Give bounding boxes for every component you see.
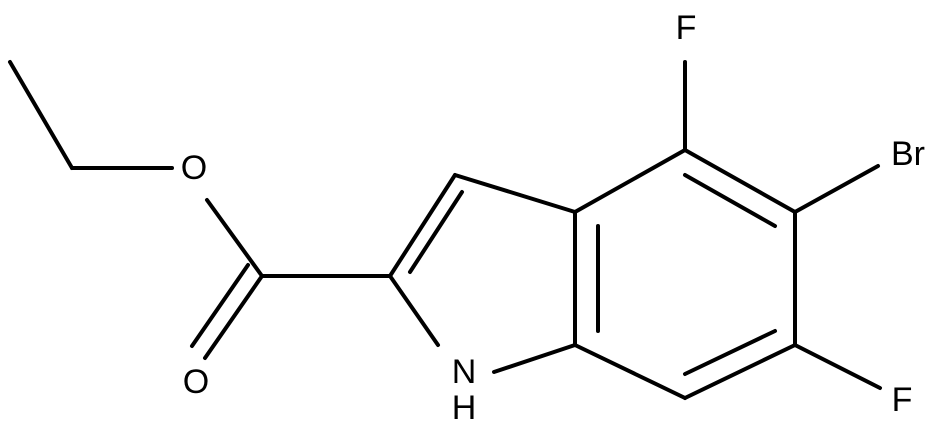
bond-c6-c7 [683, 343, 797, 400]
bond-ethyl-ch3-ch2 [8, 60, 74, 170]
bond-c2-n1 [388, 274, 440, 347]
atom-label-n: N [452, 353, 477, 391]
bond-c4-c5 [683, 148, 797, 214]
atom-label-h: H [452, 389, 477, 427]
bond-o-carbonyl-c [205, 198, 264, 278]
bond-carbonyl-double-2 [190, 263, 250, 348]
bond-c7-c7a [573, 343, 687, 400]
bond-c4-c5-inner [683, 173, 777, 228]
atom-label-o-ester: O [181, 149, 207, 187]
bond-c6-f [793, 343, 882, 390]
atom-label-o-carbonyl: O [183, 363, 209, 401]
bond-c3-c3a [453, 173, 577, 214]
bond-c5-br [793, 164, 880, 214]
bond-carbonyl-double-1 [203, 274, 264, 360]
atom-label-br: Br [891, 135, 925, 173]
bond-c2-c3 [388, 173, 457, 278]
bond-c2-c3-inner [408, 190, 464, 274]
atom-label-f-bottom: F [892, 381, 913, 419]
atom-label-f-top: F [676, 9, 697, 47]
bond-c6-c7-inner [683, 329, 777, 376]
bond-n1-c7a [492, 343, 577, 374]
bond-c3a-c4 [573, 148, 687, 214]
